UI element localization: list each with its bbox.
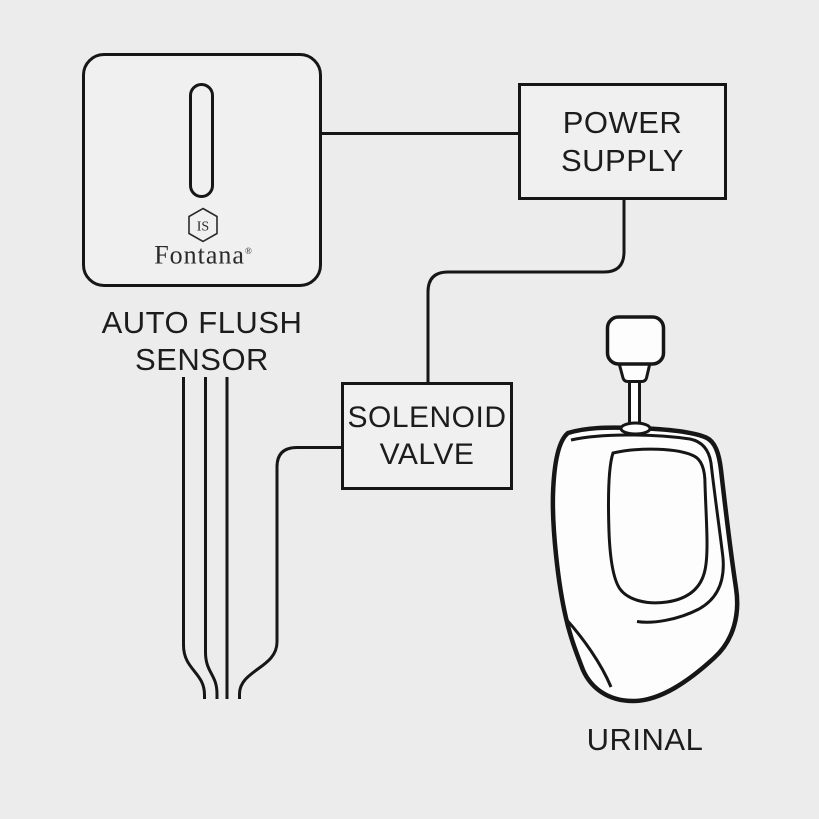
urinal-front-fold-line [564,617,613,688]
flushometer-neck [617,361,652,383]
solenoid-valve-box: SOLENOID VALVE [341,382,513,490]
wire-sensor-2 [204,377,219,699]
hexagon-outline [188,207,218,243]
brand-logo-hexagon: IS [188,207,218,243]
flushometer-head [605,315,666,366]
sensor-caption-line1: AUTO FLUSH [101,305,303,340]
power-supply-box: POWER SUPPLY [518,83,727,200]
flushometer-pipe [628,374,641,430]
sensor-caption: AUTO FLUSH SENSOR [62,304,342,378]
urinal-body [550,425,740,704]
solenoid-valve-label-line1: SOLENOID [347,401,507,434]
urinal-caption: URINAL [586,722,704,757]
brand-monogram: IS [197,220,209,235]
sensor-caption-line2: SENSOR [135,342,269,377]
brand-name: Fontana [154,240,245,270]
urinal-basin [606,447,709,605]
power-supply-label-line2: SUPPLY [560,142,685,178]
urinal-rim-line [570,433,725,624]
connector-power-to-solenoid [426,200,626,382]
wire-sensor-1 [182,377,206,699]
auto-flush-sensor-box: IS Fontana® [82,53,322,287]
brand-wordmark: Fontana® [103,238,303,269]
urinal-graphic [550,315,740,704]
flushometer-flange [619,421,652,436]
wire-solenoid [238,446,341,699]
power-supply-label-line1: POWER [562,104,683,140]
solenoid-valve-label-line2: VALVE [379,438,475,471]
registered-trademark-mark: ® [244,246,252,256]
sensor-window [189,83,214,198]
